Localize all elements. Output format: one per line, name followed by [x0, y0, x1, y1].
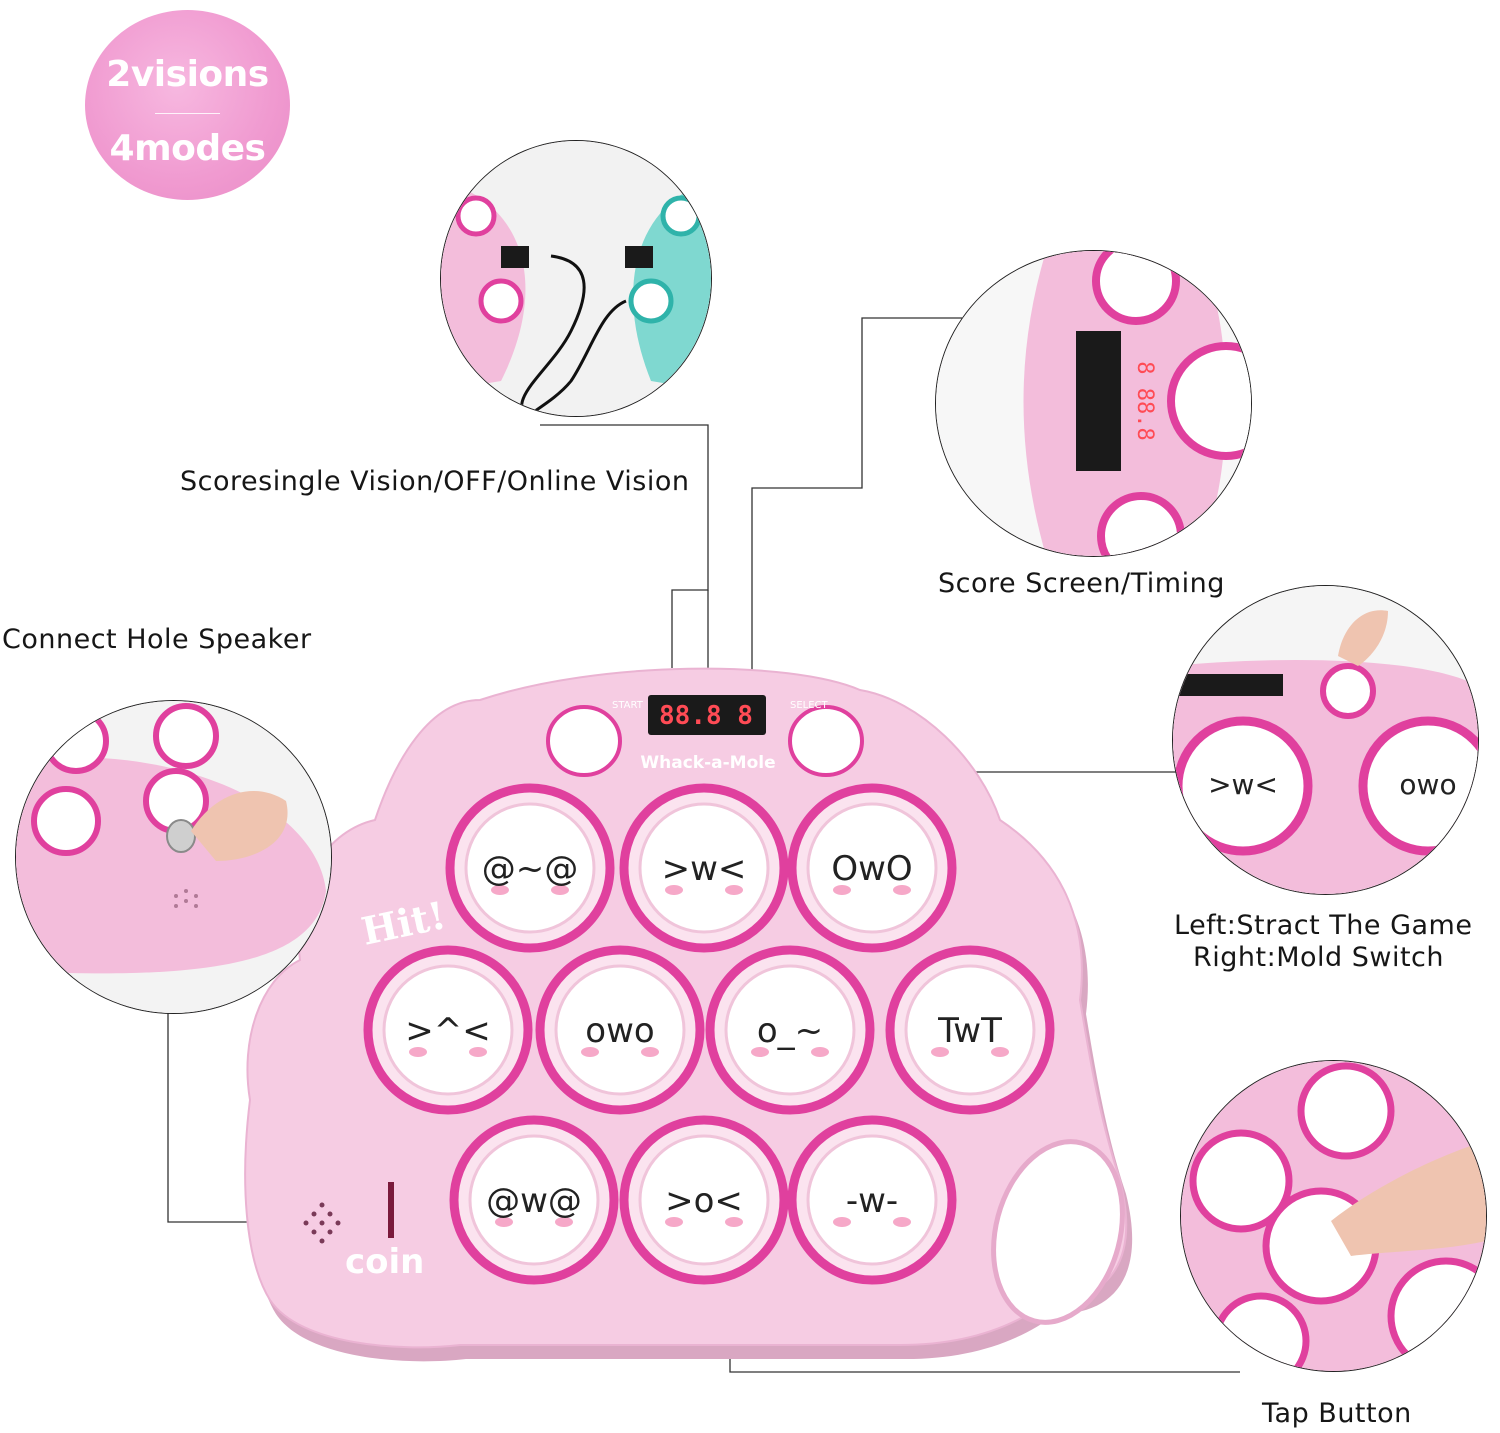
score-screen-label: Score Screen/Timing — [938, 568, 1225, 599]
svg-text:owo: owo — [1399, 768, 1456, 801]
mole-button[interactable]: owo — [535, 945, 705, 1115]
badge-visions-text: 2visions — [106, 54, 269, 95]
modes-badge: 2visions 4modes — [85, 10, 290, 200]
mole-button[interactable]: -w- — [787, 1115, 957, 1285]
start-label: START — [612, 700, 644, 711]
mole-face: @~@ — [482, 849, 579, 889]
select-label: SELECT — [790, 700, 829, 711]
mole-face: OwO — [831, 849, 912, 889]
score-callout-line — [751, 317, 962, 690]
score-display — [648, 695, 766, 735]
mole-face: >w< — [662, 849, 747, 889]
mole-button[interactable]: >w< — [619, 783, 789, 953]
vision-switch-label: Scoresingle Vision/OFF/Online Vision — [180, 466, 690, 497]
speaker-grille — [303, 1202, 341, 1244]
tap-inset — [1180, 1060, 1487, 1372]
coin-slot — [388, 1182, 394, 1238]
mole-face: owo — [585, 1011, 654, 1051]
mole-button[interactable]: >o< — [619, 1115, 789, 1285]
mole-face: @w@ — [486, 1181, 582, 1221]
svg-text:>w<: >w< — [1208, 768, 1278, 801]
mole-face: -w- — [846, 1181, 898, 1221]
cable-inset — [440, 140, 712, 417]
tap-button-label: Tap Button — [1262, 1398, 1412, 1429]
handle-hole — [991, 1139, 1125, 1325]
button-inset: >w< owo — [1172, 585, 1479, 895]
start-select-label-2: Right:Mold Switch — [1193, 942, 1444, 973]
badge-divider — [155, 113, 220, 114]
mole-face: o_~ — [757, 1011, 823, 1051]
mole-button[interactable]: OwO — [787, 783, 957, 953]
mole-button[interactable]: @w@ — [449, 1115, 619, 1285]
connect-hole-label: Connect Hole Speaker — [2, 624, 312, 655]
mole-face: >o< — [665, 1181, 743, 1221]
mole-button[interactable]: @~@ — [445, 783, 615, 953]
mole-face: TwT — [937, 1011, 1002, 1051]
mole-face: >^< — [405, 1011, 490, 1051]
svg-text:8 88.8: 8 88.8 — [1132, 361, 1157, 440]
brand-text: Whack-a-Mole — [640, 753, 775, 773]
score-screen-inset: 8 88.8 — [935, 250, 1252, 557]
start-button — [546, 705, 622, 777]
mole-button[interactable]: o_~ — [705, 945, 875, 1115]
mole-button[interactable]: >^< — [363, 945, 533, 1115]
mole-buttons: @~@ >w< OwO >^< owo o_~ TwT @w@ >o< -w- — [363, 783, 1055, 1285]
start-select-label-1: Left:Stract The Game — [1174, 910, 1473, 941]
mole-button[interactable]: TwT — [885, 945, 1055, 1115]
badge-modes-text: 4modes — [109, 128, 266, 169]
coin-inset — [15, 700, 332, 1014]
select-button — [788, 705, 864, 777]
vision-callout-line — [540, 424, 709, 668]
coin-text: coin — [345, 1242, 424, 1282]
display-digits: 88.8 8 — [659, 701, 753, 731]
